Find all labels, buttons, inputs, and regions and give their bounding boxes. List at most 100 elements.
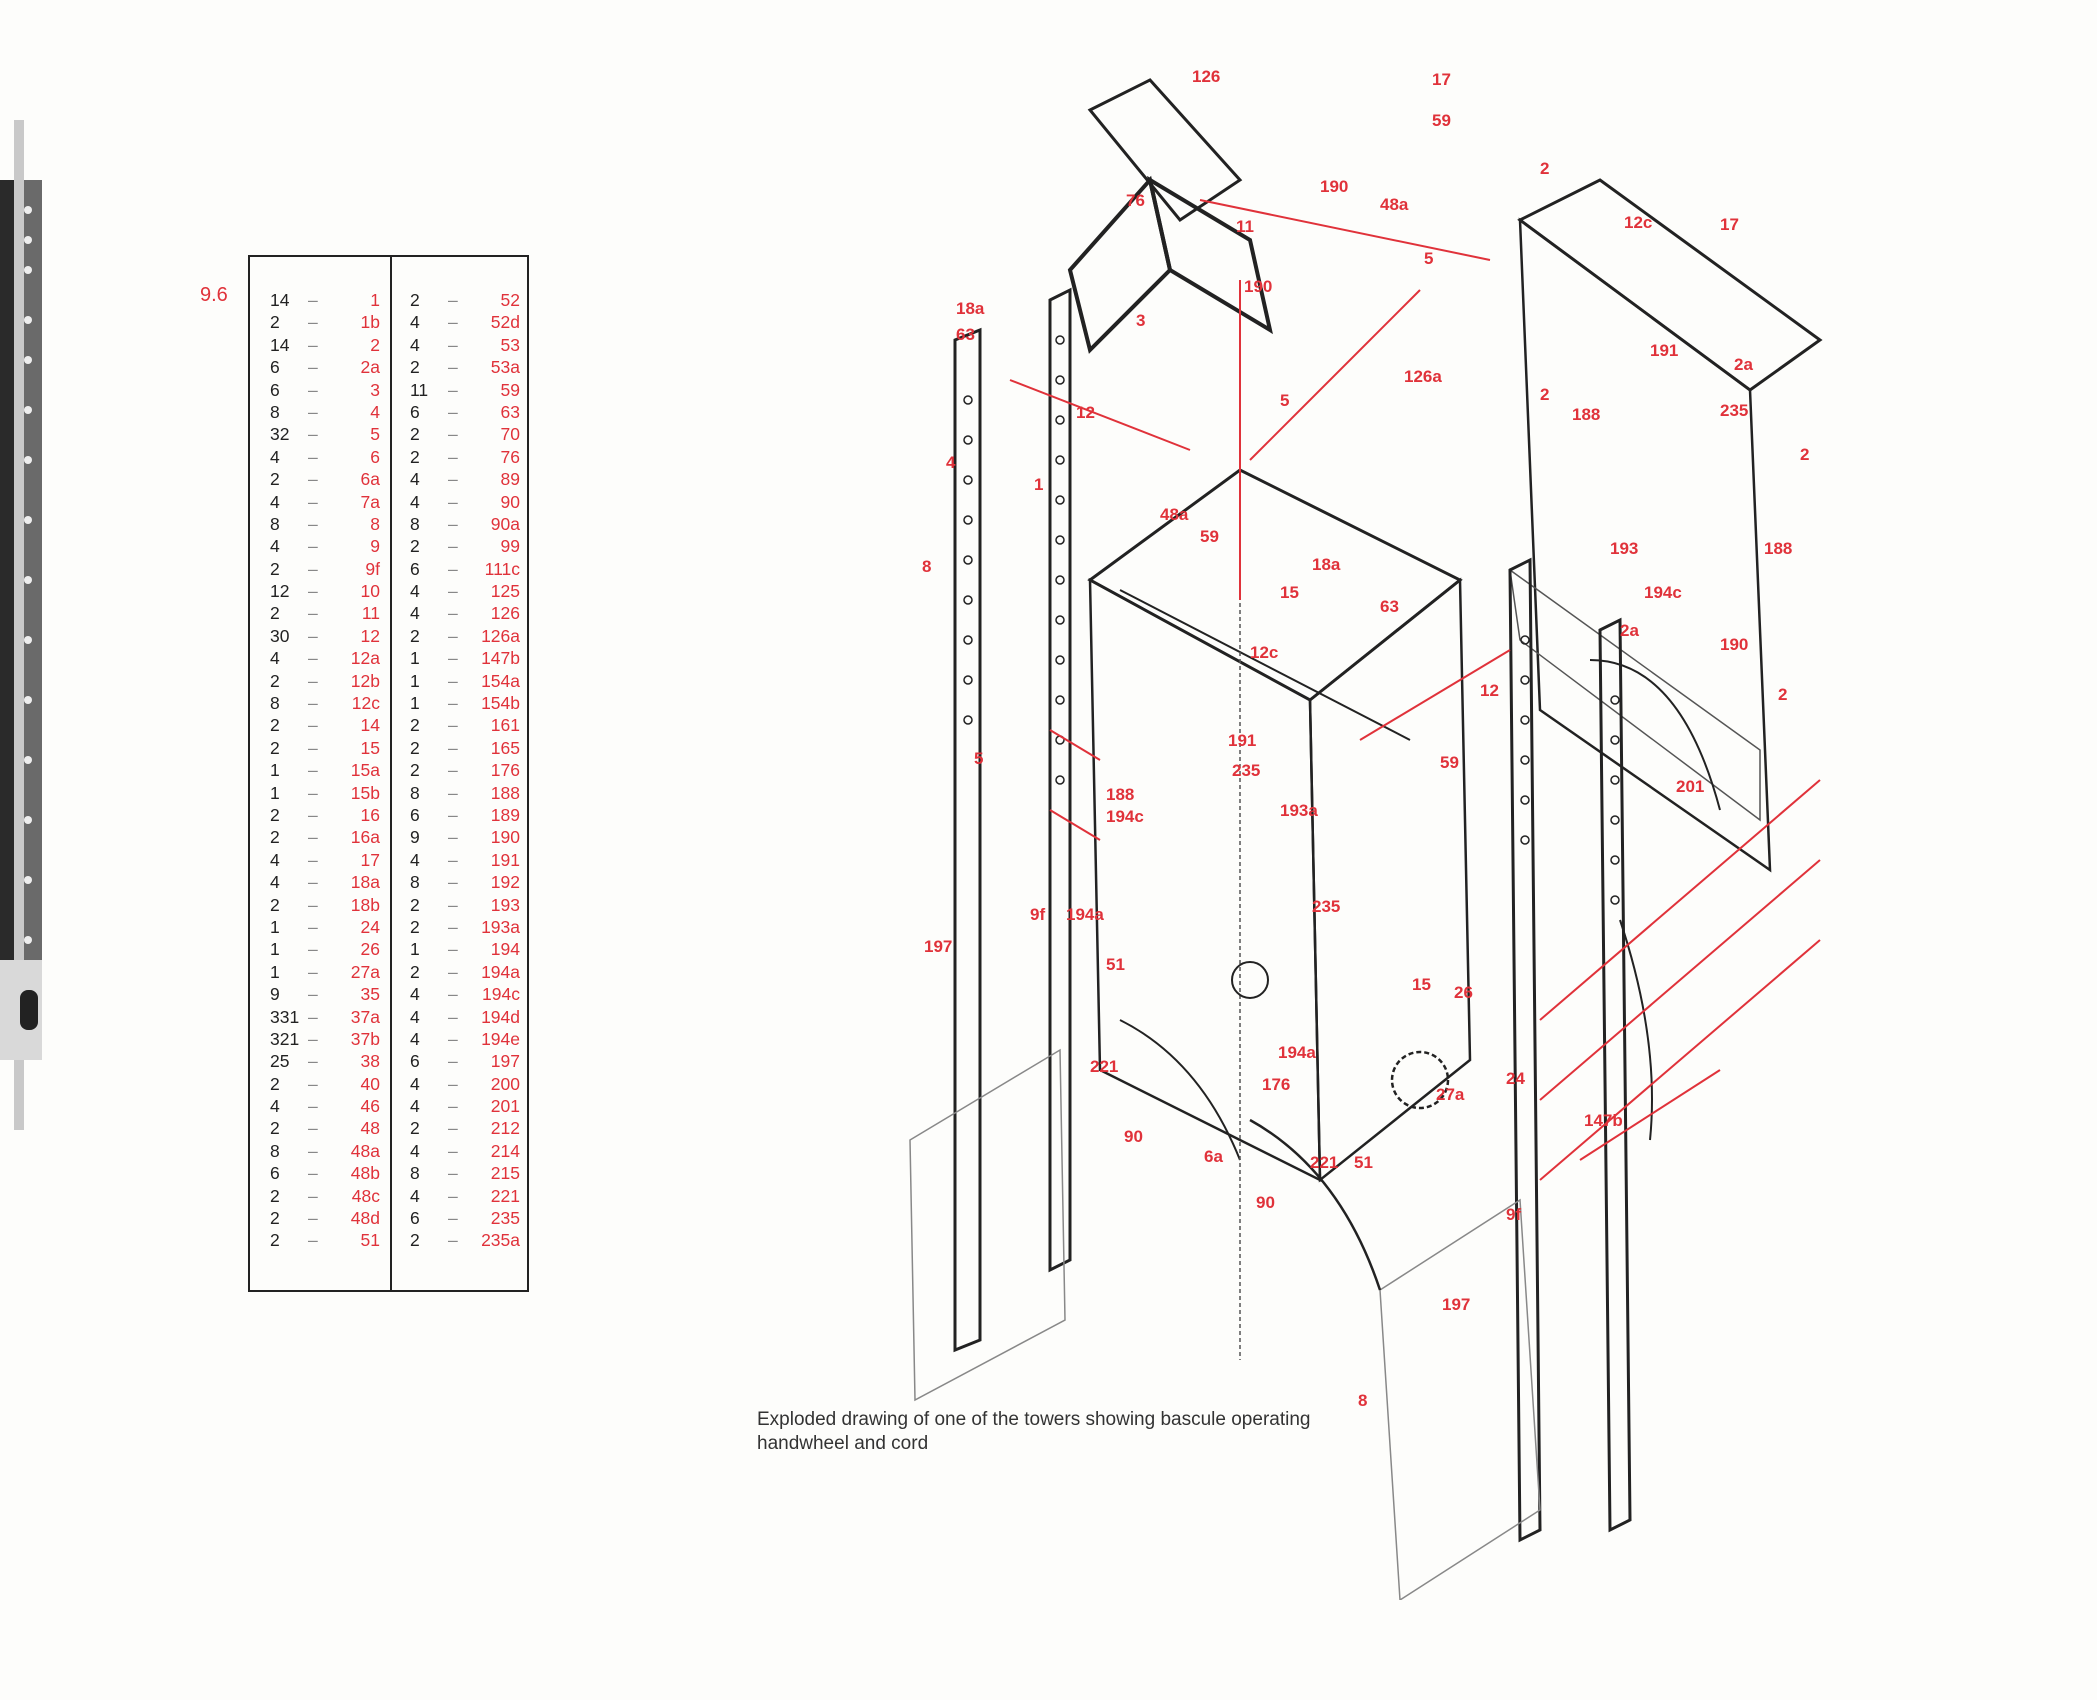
part-number: 193 [490, 894, 520, 915]
part-quantity: 1 [270, 916, 280, 937]
part-quantity: 8 [410, 872, 420, 893]
part-number: 6a [360, 469, 380, 490]
parts-list-row: 2–194a [410, 961, 520, 983]
parts-list-row: 8–192 [410, 871, 520, 893]
parts-list-row: 6–197 [410, 1050, 520, 1072]
label-24: 24 [1506, 1069, 1525, 1088]
part-number: 111c [484, 558, 520, 579]
label-17: 17 [1432, 70, 1451, 89]
part-quantity: 4 [410, 984, 420, 1005]
parts-list-row: 4–194c [410, 983, 520, 1005]
parts-list-row: 9–35 [270, 983, 380, 1005]
label-27a: 27a [1436, 1085, 1465, 1104]
figure-caption: Exploded drawing of one of the towers sh… [757, 1409, 1311, 1454]
parts-list-row: 4–53 [410, 334, 520, 356]
part-number: 194e [481, 1028, 520, 1049]
dash-separator: – [448, 1028, 458, 1049]
label-12c: 12c [1250, 643, 1278, 662]
dash-separator: – [308, 782, 318, 803]
parts-list-row: 4–125 [410, 580, 520, 602]
label-2: 2 [1778, 685, 1787, 704]
part-quantity: 2 [410, 536, 420, 557]
parts-list-row: 1–194 [410, 938, 520, 960]
parts-list-row: 1–26 [270, 938, 380, 960]
part-quantity: 2 [270, 1230, 280, 1251]
dash-separator: – [448, 1073, 458, 1094]
part-quantity: 4 [410, 603, 420, 624]
dash-separator: – [308, 894, 318, 915]
label-2: 2 [1540, 385, 1549, 404]
parts-list-row: 6–3 [270, 379, 380, 401]
parts-list-row: 4–18a [270, 871, 380, 893]
part-number: 9 [370, 536, 380, 557]
parts-list-row: 4–89 [410, 468, 520, 490]
dash-separator: – [448, 491, 458, 512]
label-15: 15 [1412, 975, 1431, 994]
part-quantity: 2 [410, 961, 420, 982]
label-194c: 194c [1106, 807, 1144, 826]
part-number: 12c [351, 693, 380, 714]
dash-separator: – [308, 357, 318, 378]
part-number: 63 [500, 401, 520, 422]
part-number: 214 [490, 1140, 520, 1161]
parts-list-row: 2–12b [270, 670, 380, 692]
dash-separator: – [308, 827, 318, 848]
parts-list-row: 2–48d [270, 1207, 380, 1229]
label-188: 188 [1572, 405, 1600, 424]
part-number: 165 [490, 737, 520, 758]
label-2a: 2a [1620, 621, 1639, 640]
part-quantity: 2 [410, 894, 420, 915]
dash-separator: – [448, 872, 458, 893]
parts-list-row: 2–9f [270, 558, 380, 580]
parts-list-row: 30–12 [270, 625, 380, 647]
parts-list-row: 4–52d [410, 311, 520, 333]
dash-separator: – [448, 558, 458, 579]
label-147b: 147b [1584, 1111, 1623, 1130]
parts-list-row: 2–99 [410, 535, 520, 557]
dash-separator: – [448, 648, 458, 669]
part-number: 5 [370, 424, 380, 445]
dash-separator: – [448, 827, 458, 848]
part-number: 53 [500, 334, 520, 355]
label-59: 59 [1432, 111, 1451, 130]
part-quantity: 2 [270, 1185, 280, 1206]
dash-separator: – [448, 581, 458, 602]
dash-separator: – [308, 715, 318, 736]
part-number: 48c [351, 1185, 380, 1206]
part-quantity: 8 [410, 1163, 420, 1184]
dash-separator: – [308, 312, 318, 333]
part-quantity: 1 [270, 760, 280, 781]
part-quantity: 4 [410, 334, 420, 355]
part-number: 154b [481, 693, 520, 714]
part-number: 197 [490, 1051, 520, 1072]
dash-separator: – [308, 1006, 318, 1027]
part-quantity: 4 [270, 872, 280, 893]
dash-separator: – [448, 715, 458, 736]
parts-list-row: 4–200 [410, 1073, 520, 1095]
part-number: 6 [370, 446, 380, 467]
parts-list-row: 2–16 [270, 804, 380, 826]
dash-separator: – [448, 804, 458, 825]
part-number: 40 [360, 1073, 380, 1094]
part-number: 215 [490, 1163, 520, 1184]
part-number: 10 [360, 581, 380, 602]
label-235: 235 [1312, 897, 1340, 916]
part-number: 161 [490, 715, 520, 736]
label-9f: 9f [1030, 905, 1045, 924]
part-number: 48 [360, 1118, 380, 1139]
part-number: 1b [360, 312, 380, 333]
dash-separator: – [308, 469, 318, 490]
part-quantity: 2 [410, 290, 420, 310]
label-12: 12 [1480, 681, 1499, 700]
part-number: 9f [365, 558, 380, 579]
dash-separator: – [308, 1051, 318, 1072]
part-number: 235 [490, 1208, 520, 1229]
dash-separator: – [308, 1028, 318, 1049]
part-number: 193a [481, 916, 520, 937]
dash-separator: – [448, 961, 458, 982]
label-194a: 194a [1278, 1043, 1316, 1062]
dash-separator: – [308, 939, 318, 960]
parts-list-row: 2–165 [410, 737, 520, 759]
part-quantity: 4 [410, 312, 420, 333]
